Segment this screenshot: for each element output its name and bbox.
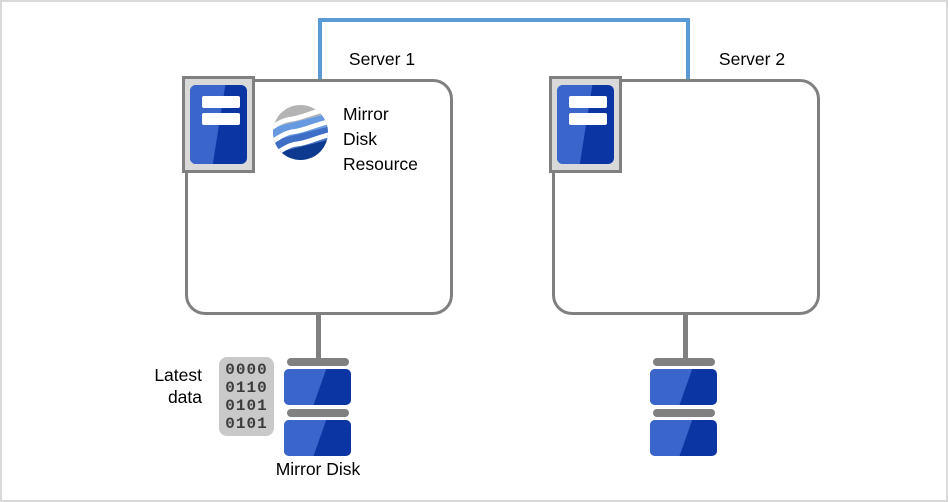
disk-highlight (284, 420, 327, 456)
binary-data-icon: 0000 0110 0101 0101 (219, 357, 274, 436)
latest-data-line: Latest (154, 365, 202, 385)
disk-platter (650, 420, 717, 456)
resource-label-line: Disk (343, 129, 378, 149)
tower-body (190, 85, 247, 164)
server1-label: Server 1 (348, 49, 416, 69)
disk-highlight (650, 369, 693, 405)
server1-tower-icon (182, 76, 255, 173)
tower-drive-bay (202, 96, 240, 108)
server2-tower-icon (549, 76, 622, 173)
disk-platter (284, 369, 351, 405)
disk-cap (286, 358, 349, 366)
resource-label-line: Mirror (343, 104, 389, 124)
tower-body (557, 85, 614, 164)
binary-row: 0101 (225, 397, 268, 415)
tower-drive-bay (202, 113, 240, 125)
server1-disk-connector (316, 313, 321, 362)
latest-data-line: data (167, 386, 202, 407)
disk-cap (652, 409, 715, 417)
server2-disk-connector (683, 313, 688, 362)
disk-highlight (650, 420, 693, 456)
disk-cap (652, 358, 715, 366)
tower-drive-bay (569, 96, 607, 108)
server2-mirror-disk-icon (650, 358, 717, 460)
disk-platter (284, 420, 351, 456)
resource-label-line: Resource (343, 154, 418, 174)
server1-mirror-disk-icon (284, 358, 351, 460)
latest-data-label: Latest data (128, 365, 202, 408)
tower-drive-bay (569, 113, 607, 125)
disk-cap (286, 409, 349, 417)
server-interconnect-line (318, 18, 690, 79)
mirror-disk-label: Mirror Disk (275, 459, 361, 479)
mirror-disk-resource-icon (271, 103, 330, 167)
binary-row: 0000 (225, 361, 268, 379)
server2-label: Server 2 (718, 49, 786, 69)
mirror-disk-resource-label: Mirror Disk Resource (343, 102, 418, 177)
disk-platter (650, 369, 717, 405)
binary-row: 0101 (225, 415, 268, 433)
disk-highlight (284, 369, 327, 405)
binary-row: 0110 (225, 379, 268, 397)
